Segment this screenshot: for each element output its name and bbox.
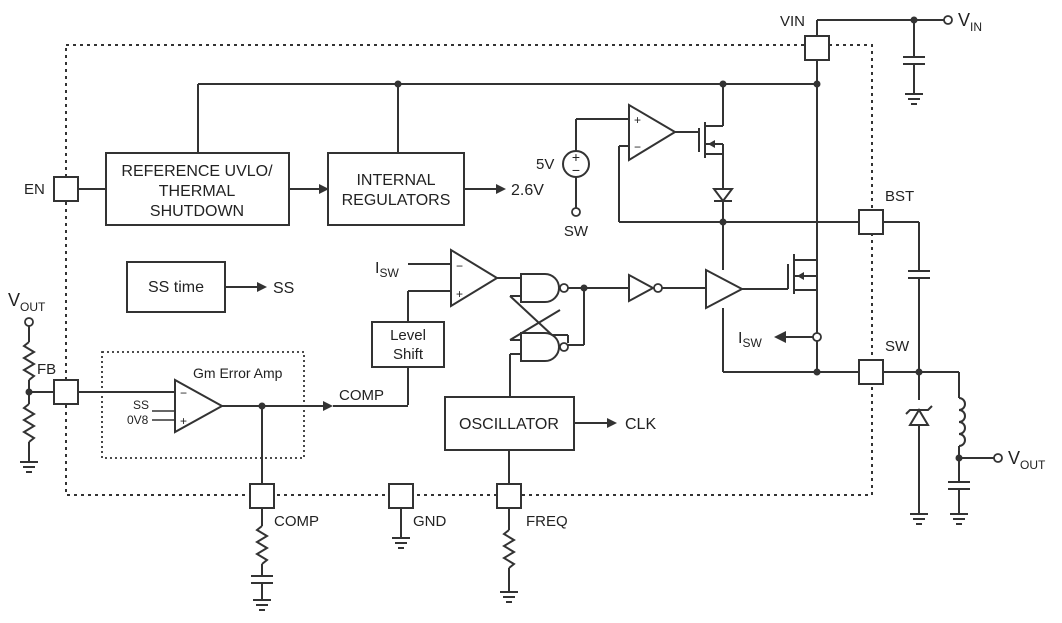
sw-pin-label: SW (885, 338, 910, 355)
internal-regulators-block (327, 152, 465, 226)
pwm-comparator-icon: − + (450, 248, 499, 308)
bootstrap-capacitor (908, 270, 930, 279)
vout-left-terminal (24, 317, 34, 327)
level-shift-line-2: Shift (393, 346, 424, 363)
clk-output-label: CLK (625, 416, 656, 433)
sw-reference-label: SW (564, 223, 589, 240)
ss-time-label: SS time (148, 279, 204, 296)
svg-text:+: + (180, 414, 187, 428)
regulators-line-1: INTERNAL (356, 172, 435, 189)
gate-driver-icon (705, 268, 745, 310)
gnd-pin (388, 483, 414, 509)
vin-terminal (943, 15, 953, 25)
nand-gate-top-icon (520, 273, 560, 303)
inverter-icon (628, 273, 663, 303)
ground-icon (20, 461, 38, 473)
gnd-pin-label: GND (413, 513, 447, 530)
fb-pin (53, 379, 79, 405)
svg-text:−: − (634, 140, 641, 154)
ss-output-label: SS (273, 280, 294, 297)
en-pin (53, 176, 79, 202)
resistor-icon (255, 525, 269, 565)
oscillator-label: OSCILLATOR (459, 416, 559, 433)
regulators-line-2: REGULATORS (342, 192, 451, 209)
ground-icon (253, 599, 271, 611)
voltage-source-icon: + − (562, 149, 590, 178)
reference-line-2: THERMAL (159, 183, 236, 200)
sw-reference-terminal (571, 207, 581, 217)
amp-0v8-label: 0V8 (127, 413, 149, 427)
vout-right-label: VOUT (1008, 448, 1046, 472)
svg-text:−: − (180, 386, 187, 400)
vout-left-label: VOUT (8, 290, 46, 314)
resistor-icon (502, 529, 516, 569)
nand-gate-bottom-icon (520, 332, 560, 362)
fb-pin-label: FB (37, 361, 56, 378)
ground-icon (392, 537, 410, 549)
bst-pin-label: BST (885, 188, 914, 205)
resistor-icon (22, 403, 36, 443)
arrow-icon (257, 282, 267, 292)
freq-pin (496, 483, 522, 509)
vin-pin (804, 35, 830, 61)
svg-text:−: − (572, 162, 580, 178)
amp-ss-label: SS (133, 398, 149, 412)
ground-icon (950, 513, 968, 525)
inductor-icon (958, 397, 966, 447)
vin-capacitor (903, 20, 925, 94)
resistor-icon (22, 341, 36, 381)
arrow-icon (774, 331, 786, 343)
sw-pin (858, 359, 884, 385)
ldo-amplifier-icon: + − (628, 103, 677, 162)
ground-icon (910, 513, 928, 525)
vin-pin-label: VIN (780, 13, 805, 30)
arrow-icon (319, 184, 329, 194)
ground-icon (905, 93, 923, 105)
level-shift-block (371, 321, 445, 368)
vin-external-label: VIN (958, 10, 982, 34)
comp-capacitor (251, 575, 273, 600)
arrow-icon (607, 418, 617, 428)
isw-sense-label: ISW (738, 330, 762, 350)
schottky-diode-icon (905, 405, 933, 426)
vout-right-terminal (993, 453, 1003, 463)
error-amplifier-icon: − + (174, 378, 225, 434)
bst-pin (858, 209, 884, 235)
reference-line-1: REFERENCE UVLO/ (121, 163, 273, 180)
svg-text:+: + (572, 149, 580, 165)
svg-text:−: − (456, 259, 463, 273)
ldo-mosfet-icon (698, 84, 724, 158)
high-side-mosfet-icon (787, 254, 817, 294)
output-capacitor (948, 481, 970, 514)
ground-icon (500, 591, 518, 603)
comp-pin (249, 483, 275, 509)
svg-text:+: + (456, 287, 463, 301)
comp-pin-label: COMP (274, 513, 319, 530)
source-5v-label: 5V (536, 156, 554, 173)
current-sense-node (812, 332, 822, 342)
en-pin-label: EN (24, 181, 45, 198)
diode-icon (712, 188, 734, 203)
arrow-icon (323, 401, 333, 411)
reference-line-3: SHUTDOWN (150, 203, 244, 220)
comp-internal-label: COMP (339, 387, 384, 404)
error-amp-label: Gm Error Amp (193, 365, 283, 381)
chip-boundary (65, 44, 873, 496)
v26-output-label: 2.6V (511, 182, 544, 199)
level-shift-line-1: Level (390, 327, 426, 344)
svg-text:+: + (634, 113, 641, 127)
freq-pin-label: FREQ (526, 513, 568, 530)
isw-comparator-label: ISW (375, 260, 399, 280)
arrow-icon (496, 184, 506, 194)
